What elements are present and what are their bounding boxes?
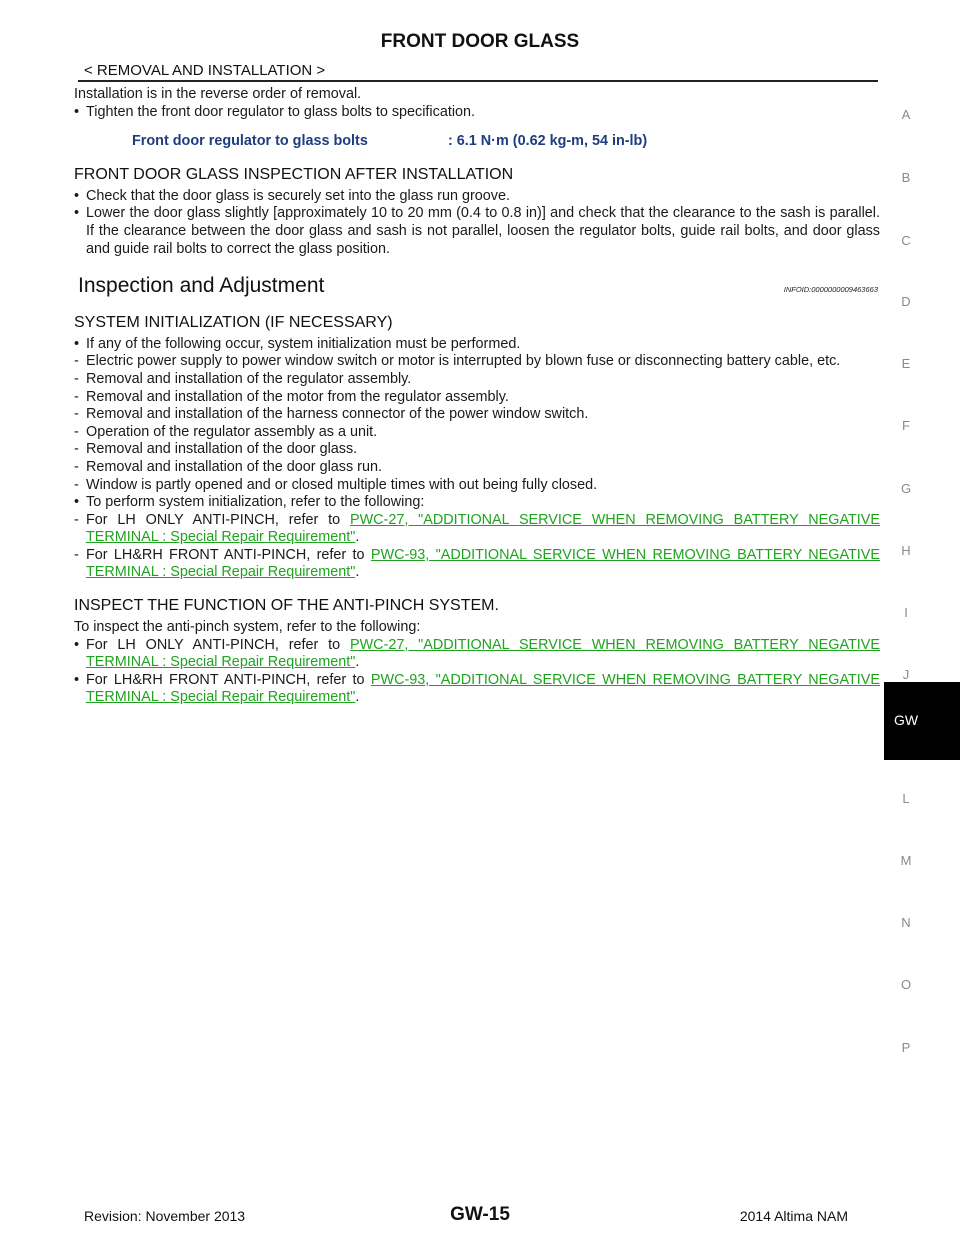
list-item: -Removal and installation of the harness… (74, 406, 589, 423)
list-item: -Removal and installation of the regulat… (74, 370, 412, 387)
anti-pinch-heading: INSPECT THE FUNCTION OF THE ANTI-PINCH S… (74, 597, 499, 615)
pwc-27-link[interactable]: PWC-27, "ADDITIONAL SERVICE WHEN REMOVIN… (86, 636, 880, 671)
index-letter[interactable]: L (902, 791, 910, 806)
installation-intro: Installation is in the reverse order of … (74, 86, 362, 102)
index-tab-label: GW (893, 712, 919, 728)
index-letter[interactable]: O (900, 977, 912, 992)
pwc-93-link[interactable]: PWC-93, "ADDITIONAL SERVICE WHEN REMOVIN… (86, 671, 880, 706)
list-item: • If any of the following occur, system … (74, 335, 521, 352)
inspection-after-heading: FRONT DOOR GLASS INSPECTION AFTER INSTAL… (74, 165, 514, 183)
inspection-adjustment-header: Inspection and Adjustment INFOID:0000000… (78, 274, 880, 299)
index-letter[interactable]: J (902, 667, 910, 682)
list-item: • Check that the door glass is securely … (74, 187, 510, 204)
index-letter[interactable]: E (901, 356, 911, 371)
list-item: • Lower the door glass slightly [approxi… (74, 205, 880, 257)
list-item: - For LH ONLY ANTI-PINCH, refer to PWC-2… (74, 511, 880, 546)
bullet-marker: • (74, 103, 80, 120)
torque-spec-value: : 6.1 N·m (0.62 kg-m, 54 in-lb) (448, 133, 648, 150)
footer-revision: Revision: November 2013 (84, 1208, 246, 1224)
index-letter[interactable]: D (901, 294, 911, 309)
index-letter[interactable]: B (901, 170, 911, 185)
installation-bullet: • Tighten the front door regulator to gl… (74, 104, 880, 122)
index-letter[interactable]: A (901, 107, 911, 122)
list-item: - For LH&RH FRONT ANTI-PINCH, refer to P… (74, 546, 880, 581)
list-item: -Removal and installation of the motor f… (74, 388, 509, 405)
section-title: Inspection and Adjustment (78, 274, 325, 298)
list-item: • To perform system initialization, refe… (74, 494, 425, 511)
index-letter[interactable]: G (900, 481, 912, 496)
torque-spec-label: Front door regulator to glass bolts (132, 133, 368, 150)
index-letter[interactable]: C (901, 233, 911, 248)
index-letter[interactable]: H (901, 543, 911, 558)
list-item: -Removal and installation of the door gl… (74, 441, 358, 458)
list-item: -Window is partly opened and or closed m… (74, 476, 598, 493)
section-index: A B C D E F G H I J GW L M N O P (884, 0, 960, 1242)
anti-pinch-intro: To inspect the anti-pinch system, refer … (74, 619, 421, 636)
section-breadcrumb: < REMOVAL AND INSTALLATION > (84, 62, 326, 79)
pwc-93-link[interactable]: PWC-93, "ADDITIONAL SERVICE WHEN REMOVIN… (86, 546, 880, 581)
list-item: -Electric power supply to power window s… (74, 353, 841, 370)
page-content: Installation is in the reverse order of … (74, 86, 880, 707)
footer-model: 2014 Altima NAM (739, 1208, 848, 1224)
torque-spec: Front door regulator to glass bolts : 6.… (132, 133, 880, 151)
index-letter[interactable]: M (900, 853, 912, 868)
info-id: INFOID:0000000009463663 (783, 285, 878, 295)
pwc-27-link[interactable]: PWC-27, "ADDITIONAL SERVICE WHEN REMOVIN… (86, 511, 880, 546)
list-item: • For LH ONLY ANTI-PINCH, refer to PWC-2… (74, 636, 880, 671)
index-letter[interactable]: P (901, 1040, 911, 1055)
index-letter[interactable]: I (904, 605, 908, 620)
list-item: -Removal and installation of the door gl… (74, 458, 382, 475)
list-item: -Operation of the regulator assembly as … (74, 423, 378, 440)
footer-page-number: GW-15 (450, 1204, 510, 1225)
index-tab-active[interactable]: GW (884, 682, 960, 760)
index-letter[interactable]: F (902, 418, 910, 433)
header-divider (78, 80, 878, 82)
index-letter[interactable]: N (901, 915, 911, 930)
list-item: • For LH&RH FRONT ANTI-PINCH, refer to P… (74, 671, 880, 706)
installation-bullet-text: Tighten the front door regulator to glas… (86, 103, 476, 120)
system-init-heading: SYSTEM INITIALIZATION (IF NECESSARY) (74, 313, 393, 331)
page-title: FRONT DOOR GLASS (380, 31, 580, 52)
